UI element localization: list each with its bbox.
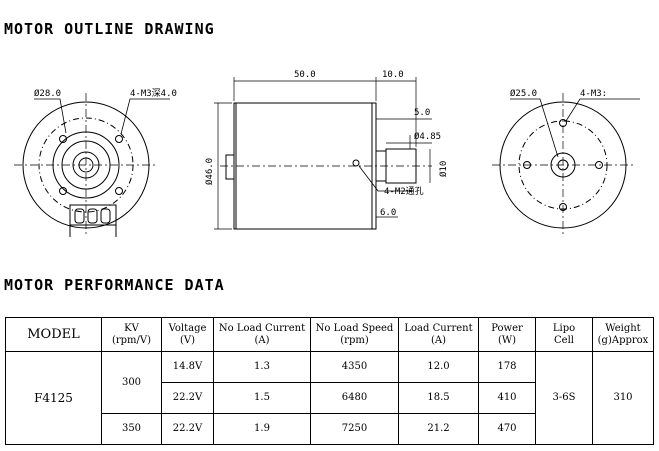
cell-no-load-speed: 4350 xyxy=(310,351,399,383)
motor-outline-drawing: Ø28.0 4-M3深4.0 50.0 10.0 5. xyxy=(14,70,640,237)
table-row: 22.2V 1.5 6480 18.5 410 xyxy=(6,382,654,414)
header-voltage: Voltage(V) xyxy=(161,317,214,352)
cell-no-load-speed: 6480 xyxy=(310,382,399,414)
header-no-load-current: No Load Current(A) xyxy=(213,317,311,352)
cell-no-load-current: 1.9 xyxy=(213,413,311,445)
rear-holes-label: 4-M3: xyxy=(580,89,607,99)
side-length-label: 50.0 xyxy=(294,70,316,80)
cell-voltage: 14.8V xyxy=(161,351,214,383)
cell-load-current: 12.0 xyxy=(398,351,479,383)
side-view xyxy=(214,77,432,230)
side-dim6-label: 6.0 xyxy=(380,208,396,218)
front-dia-label: Ø28.0 xyxy=(34,88,61,99)
header-model: MODEL xyxy=(5,317,102,352)
cell-voltage: 22.2V xyxy=(161,413,214,445)
cell-voltage: 22.2V xyxy=(161,382,214,414)
side-shaft-length-label: 10.0 xyxy=(382,70,404,80)
side-dim46-label: Ø46.0 xyxy=(204,158,215,185)
cell-power: 410 xyxy=(478,382,536,414)
side-dim10-label: Ø10 xyxy=(438,161,449,177)
side-holes-label: 4-M2通孔 xyxy=(384,186,424,197)
performance-heading: MOTOR PERFORMANCE DATA xyxy=(4,276,225,294)
cell-kv: 350 xyxy=(101,413,162,445)
front-holes-label: 4-M3深4.0 xyxy=(130,88,177,99)
header-load-current: Load Current(A) xyxy=(398,317,479,352)
cell-power: 178 xyxy=(478,351,536,383)
table-row: F4125 300 14.8V 1.3 4350 12.0 178 3-6S 3… xyxy=(5,351,654,445)
cell-kv: 300 xyxy=(101,351,162,414)
cell-lipo: 3-6S xyxy=(535,351,593,445)
performance-table: MODEL KV(rpm/V) Voltage(V) No Load Curre… xyxy=(5,317,654,445)
cell-no-load-current: 1.5 xyxy=(213,382,311,414)
side-dim5-label: 5.0 xyxy=(414,108,430,118)
rear-dia-label: Ø25.0 xyxy=(510,88,537,99)
header-kv: KV(rpm/V) xyxy=(101,317,162,352)
cell-power: 470 xyxy=(478,413,536,445)
cell-no-load-speed: 7250 xyxy=(310,413,399,445)
outline-heading: MOTOR OUTLINE DRAWING xyxy=(4,20,215,38)
header-power: Power(W) xyxy=(478,317,536,352)
cell-load-current: 21.2 xyxy=(398,413,479,445)
table-header-row: MODEL KV(rpm/V) Voltage(V) No Load Curre… xyxy=(5,317,654,352)
cell-load-current: 18.5 xyxy=(398,382,479,414)
header-weight: Weight(g)Approx xyxy=(592,317,654,352)
rear-view xyxy=(492,93,640,237)
header-no-load-speed: No Load Speed(rpm) xyxy=(310,317,399,352)
side-dim485-label: Ø4.85 xyxy=(414,131,441,142)
cell-weight: 310 xyxy=(592,351,654,445)
front-view xyxy=(14,93,170,237)
cell-model: F4125 xyxy=(5,351,102,445)
cell-no-load-current: 1.3 xyxy=(213,351,311,383)
table-row: 350 22.2V 1.9 7250 21.2 470 xyxy=(6,413,654,445)
